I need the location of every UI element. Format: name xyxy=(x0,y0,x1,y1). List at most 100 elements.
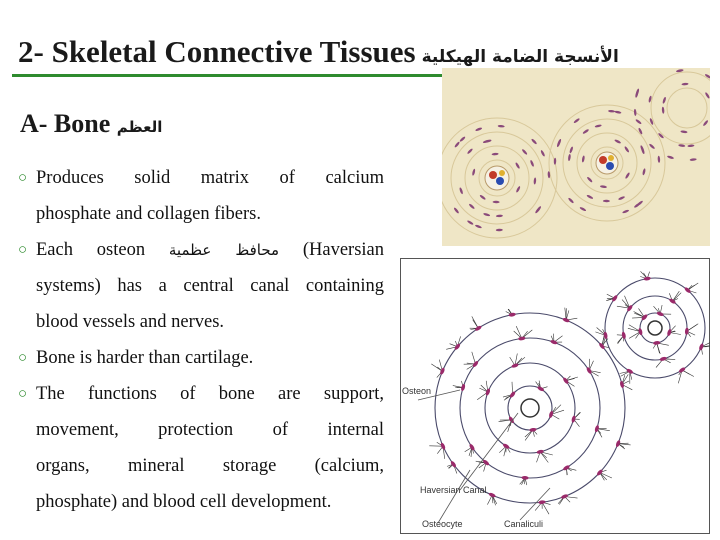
lacuna xyxy=(582,129,589,134)
canaliculus xyxy=(471,316,479,329)
lacuna xyxy=(472,168,476,176)
lacuna xyxy=(573,118,580,123)
lacuna xyxy=(569,146,573,154)
lacuna xyxy=(648,95,652,103)
lacuna xyxy=(484,139,492,143)
bullet-4-continued: phosphate) and blood cell development. xyxy=(36,492,332,512)
canaliculi-label: Canaliculi xyxy=(504,519,544,529)
lacuna xyxy=(705,92,710,99)
lacuna xyxy=(676,69,684,72)
osteon-diagram: Osteon Haversian Canal Osteocyte Canalic… xyxy=(400,258,714,534)
lacuna xyxy=(533,177,537,185)
lacuna xyxy=(467,148,473,154)
lacuna xyxy=(581,155,585,163)
osteocyte xyxy=(641,314,648,321)
lacuna xyxy=(467,220,474,225)
osteocyte xyxy=(549,410,554,418)
canaliculus xyxy=(471,351,476,365)
lacuna xyxy=(479,194,486,200)
lacuna xyxy=(547,171,551,179)
lacuna xyxy=(469,203,475,209)
lacuna xyxy=(618,196,625,200)
lacuna xyxy=(649,143,655,149)
lacuna xyxy=(704,74,710,79)
osteocyte xyxy=(684,287,691,293)
osteocyte xyxy=(621,331,626,339)
lacuna xyxy=(622,209,629,214)
lacuna xyxy=(600,185,607,188)
lacuna xyxy=(495,228,503,232)
osteocyte xyxy=(643,276,651,281)
osteocyte xyxy=(659,356,667,361)
bullet-2: ○ Each osteon محافظ عظمية (Haversian xyxy=(18,232,384,268)
lacuna xyxy=(658,133,664,139)
lacuna xyxy=(531,138,537,145)
osteocyte xyxy=(627,305,633,312)
lacuna xyxy=(635,90,639,98)
bullet-2-continued: blood vessels and nerves. xyxy=(36,312,225,332)
osteocyte xyxy=(678,367,686,373)
lacuna xyxy=(454,207,459,214)
osteocyte xyxy=(518,336,526,341)
lacuna xyxy=(634,203,641,208)
lacuna xyxy=(689,158,697,161)
canaliculus xyxy=(618,443,631,446)
lacuna xyxy=(680,130,688,134)
lacuna xyxy=(633,108,637,116)
osteocyte xyxy=(454,343,461,350)
bullet-list: ○ Produces solid matrix of calcium phosp… xyxy=(18,160,384,520)
lacuna xyxy=(625,172,630,179)
canaliculus xyxy=(616,305,630,309)
bullet-icon: ○ xyxy=(18,170,28,186)
canaliculus xyxy=(627,328,641,332)
osteon-label: Osteon xyxy=(402,386,432,396)
bullet-icon: ○ xyxy=(18,386,28,402)
slide-title-english: 2- Skeletal Connective Tissues xyxy=(18,34,416,69)
lacuna xyxy=(614,139,621,144)
canaliculus xyxy=(515,325,523,339)
osteocyte xyxy=(656,311,664,316)
osteocyte xyxy=(475,325,482,331)
osteocyte xyxy=(684,327,689,335)
lacuna xyxy=(614,110,622,114)
osteocyte xyxy=(562,317,570,323)
lacuna xyxy=(475,127,482,131)
osteocyte xyxy=(538,500,546,505)
osteocyte xyxy=(440,367,445,375)
lacuna xyxy=(635,119,642,125)
osteocyte xyxy=(529,427,537,432)
osteocyte xyxy=(550,340,558,345)
bullet-4: ○ The functions of bone are support, xyxy=(18,376,384,412)
osteocyte xyxy=(699,343,704,351)
bullet-3: ○ Bone is harder than cartilage. xyxy=(18,340,384,376)
osteocyte xyxy=(508,416,514,423)
bullet-icon: ○ xyxy=(18,350,28,366)
osteocyte xyxy=(450,461,456,468)
osteocyte xyxy=(488,492,496,498)
osteocyte xyxy=(653,341,661,345)
osteocyte xyxy=(521,475,529,480)
lacuna xyxy=(540,150,545,157)
osteocyte xyxy=(508,312,516,317)
canaliculus xyxy=(621,299,631,309)
lacuna xyxy=(459,187,463,195)
lacuna xyxy=(530,160,534,167)
osteocyte xyxy=(563,465,570,471)
lacuna xyxy=(661,106,665,114)
osteocyte xyxy=(626,368,634,374)
section-heading-arabic: العظم xyxy=(116,118,163,136)
lacuna xyxy=(642,168,646,176)
bullet-4-continued: organs, mineral storage (calcium, xyxy=(36,456,384,476)
canaliculus xyxy=(628,331,641,339)
lacuna xyxy=(491,152,499,156)
osteocyte xyxy=(537,386,544,392)
canaliculus xyxy=(599,472,613,479)
title-underline xyxy=(12,74,707,77)
lacuna xyxy=(492,200,500,204)
osteocyte xyxy=(571,415,576,423)
lacuna xyxy=(602,199,610,203)
osteocyte xyxy=(667,329,672,336)
osteocyte xyxy=(461,384,466,391)
lacuna xyxy=(587,176,593,183)
